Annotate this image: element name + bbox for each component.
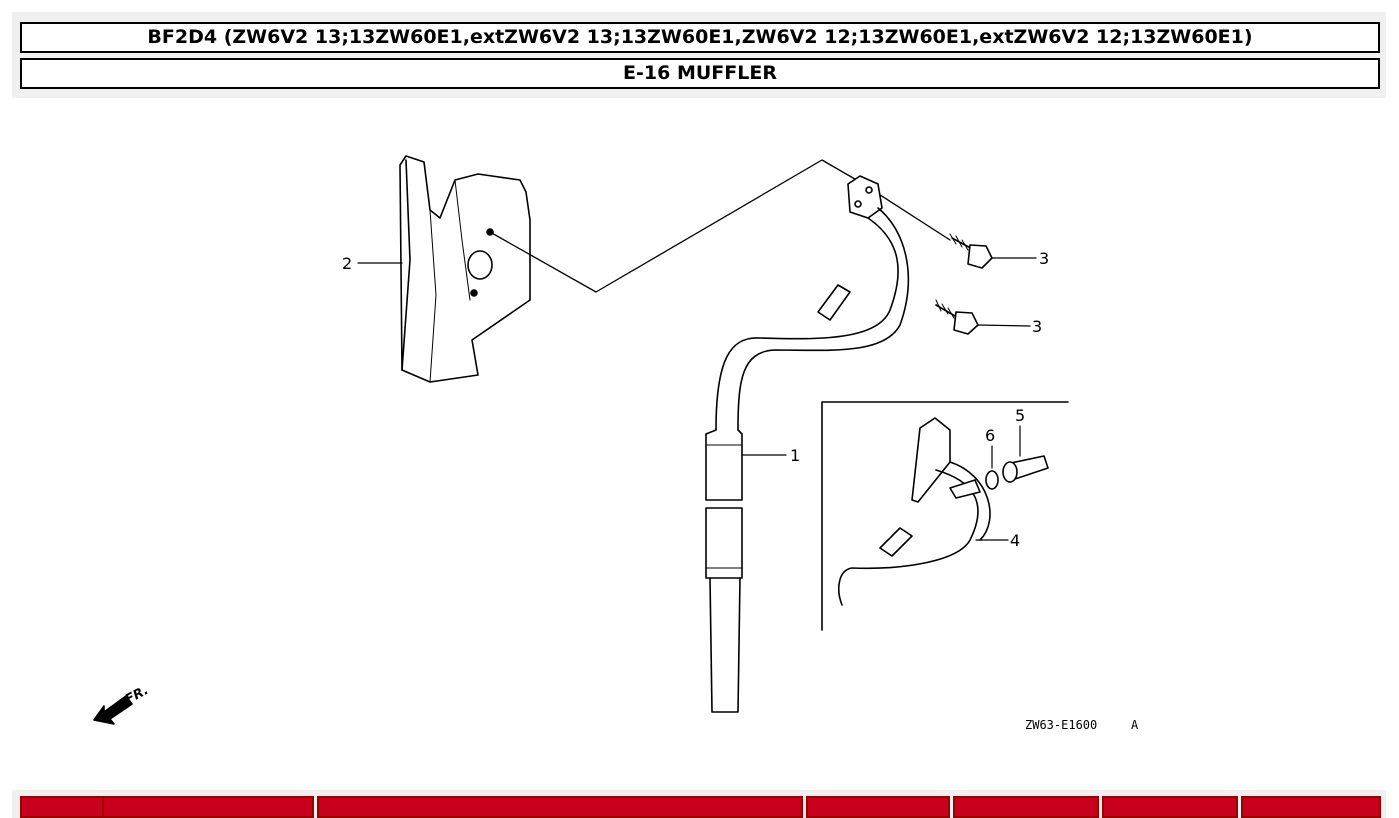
section-title: E-16 MUFFLER	[20, 58, 1380, 89]
header-panel: BF2D4 (ZW6V2 13;13ZW60E1,extZW6V2 13;13Z…	[12, 12, 1386, 98]
model-title: BF2D4 (ZW6V2 13;13ZW60E1,extZW6V2 13;13Z…	[20, 22, 1380, 53]
table-header-cell	[102, 796, 314, 818]
bolt-part-upper[interactable]	[949, 233, 1037, 269]
table-header-cell	[1241, 796, 1381, 818]
callout-4: 4	[1010, 531, 1020, 550]
front-arrow-label: FR.	[123, 683, 151, 708]
muffler-pipe-part[interactable]	[705, 175, 910, 713]
table-header-cell	[20, 796, 106, 818]
table-header-cell	[1102, 796, 1238, 818]
table-header-cell	[806, 796, 950, 818]
bolt-part-lower[interactable]	[935, 299, 1031, 335]
callout-2: 2	[342, 254, 352, 273]
front-arrow-icon: FR.	[93, 683, 151, 725]
heat-shield-part[interactable]	[399, 155, 531, 383]
callout-6: 6	[985, 426, 995, 445]
callout-5: 5	[1015, 406, 1025, 425]
table-header-cell	[953, 796, 1099, 818]
drawing-rev: A	[1131, 718, 1139, 732]
drawing-code: ZW63-E1600	[1025, 718, 1097, 732]
parts-table-header	[12, 790, 1386, 818]
callout-3-lower: 3	[1032, 317, 1042, 336]
parts-diagram: 1 2 3 3 4 5 6 FR. ZW63-E1600 A	[93, 155, 1139, 732]
callout-3-upper: 3	[1039, 249, 1049, 268]
table-header-cell	[317, 796, 803, 818]
callout-1: 1	[790, 446, 800, 465]
detail-inset	[821, 401, 1069, 631]
